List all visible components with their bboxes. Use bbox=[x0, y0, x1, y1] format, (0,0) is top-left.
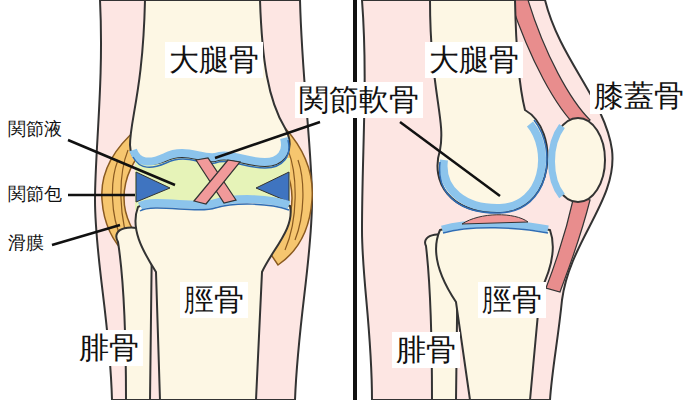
part-label: 滑膜 bbox=[4, 232, 48, 254]
divider bbox=[353, 0, 357, 400]
part-label: 関節軟骨 bbox=[295, 82, 423, 118]
tibia bbox=[436, 225, 553, 400]
leader-line bbox=[52, 225, 120, 245]
part-label: 大腿骨 bbox=[425, 42, 523, 78]
meniscus bbox=[462, 215, 528, 224]
part-label: 膝蓋骨 bbox=[590, 78, 688, 114]
cartilage-edge bbox=[443, 228, 548, 233]
patella bbox=[551, 118, 605, 202]
part-label: 脛骨 bbox=[478, 282, 546, 318]
cartilage-edge bbox=[140, 204, 289, 211]
ligament bbox=[194, 160, 240, 204]
part-label: 脛骨 bbox=[180, 282, 248, 318]
femur bbox=[430, 0, 547, 212]
leader-line bbox=[400, 122, 500, 196]
leader-line bbox=[215, 122, 320, 158]
part-label: 関節液 bbox=[4, 118, 66, 140]
part-label: 腓骨 bbox=[75, 330, 143, 366]
cartilage-edge bbox=[440, 120, 547, 213]
part-label: 関節包 bbox=[4, 183, 66, 205]
part-label: 大腿骨 bbox=[165, 42, 263, 78]
cartilage bbox=[552, 126, 563, 196]
leader-line bbox=[68, 194, 135, 197]
tibia bbox=[135, 200, 290, 400]
leg-outline bbox=[362, 0, 613, 400]
part-label: 腓骨 bbox=[392, 332, 460, 368]
leader-line bbox=[68, 140, 175, 185]
